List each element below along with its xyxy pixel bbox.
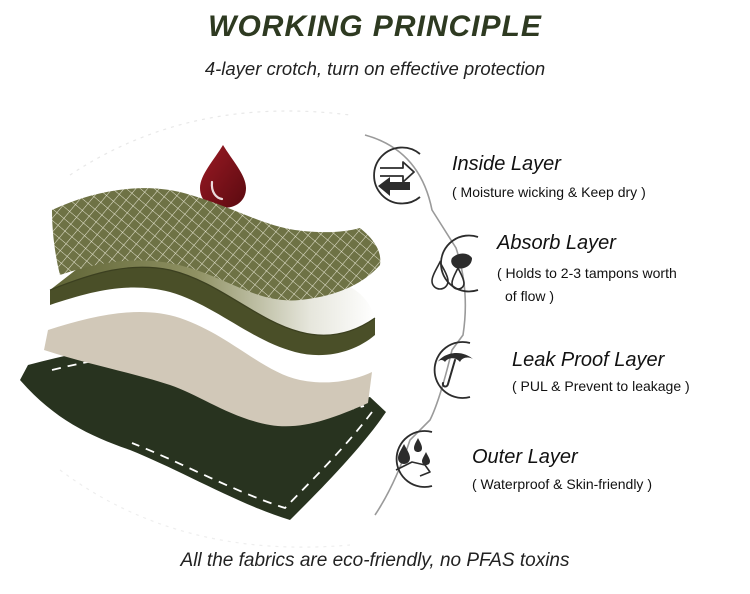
layer-title-outer: Outer Layer xyxy=(472,446,578,468)
blood-drop-icon xyxy=(200,145,246,208)
water-on-hand-icon xyxy=(395,430,433,488)
layer-title-absorb: Absorb Layer xyxy=(497,232,616,254)
layer-desc-absorb-line1: ( Holds to 2-3 tampons worth xyxy=(497,265,677,281)
footer-note: All the fabrics are eco-friendly, no PFA… xyxy=(180,550,570,571)
layer-desc-leak-proof: ( PUL & Prevent to leakage ) xyxy=(512,378,690,394)
layer-desc-inside: ( Moisture wicking & Keep dry ) xyxy=(452,184,646,200)
recycle-arrows-icon xyxy=(373,146,421,205)
umbrella-icon xyxy=(433,341,474,399)
absorb-layer-edge xyxy=(50,267,375,356)
outer-layer-shape xyxy=(20,345,386,520)
layer-desc-outer: ( Waterproof & Skin-friendly ) xyxy=(472,476,652,492)
layer-title-leak-proof: Leak Proof Layer xyxy=(512,349,665,371)
layer-desc-absorb-line2: of flow ) xyxy=(505,288,555,304)
leak-proof-layer-shape xyxy=(44,311,372,427)
page-title: WORKING PRINCIPLE xyxy=(208,10,542,43)
water-drops-icon xyxy=(431,234,479,293)
layer-title-inside: Inside Layer xyxy=(452,153,561,175)
page-subtitle: 4-layer crotch, turn on effective protec… xyxy=(204,58,546,79)
inside-layer-shape xyxy=(52,188,381,301)
